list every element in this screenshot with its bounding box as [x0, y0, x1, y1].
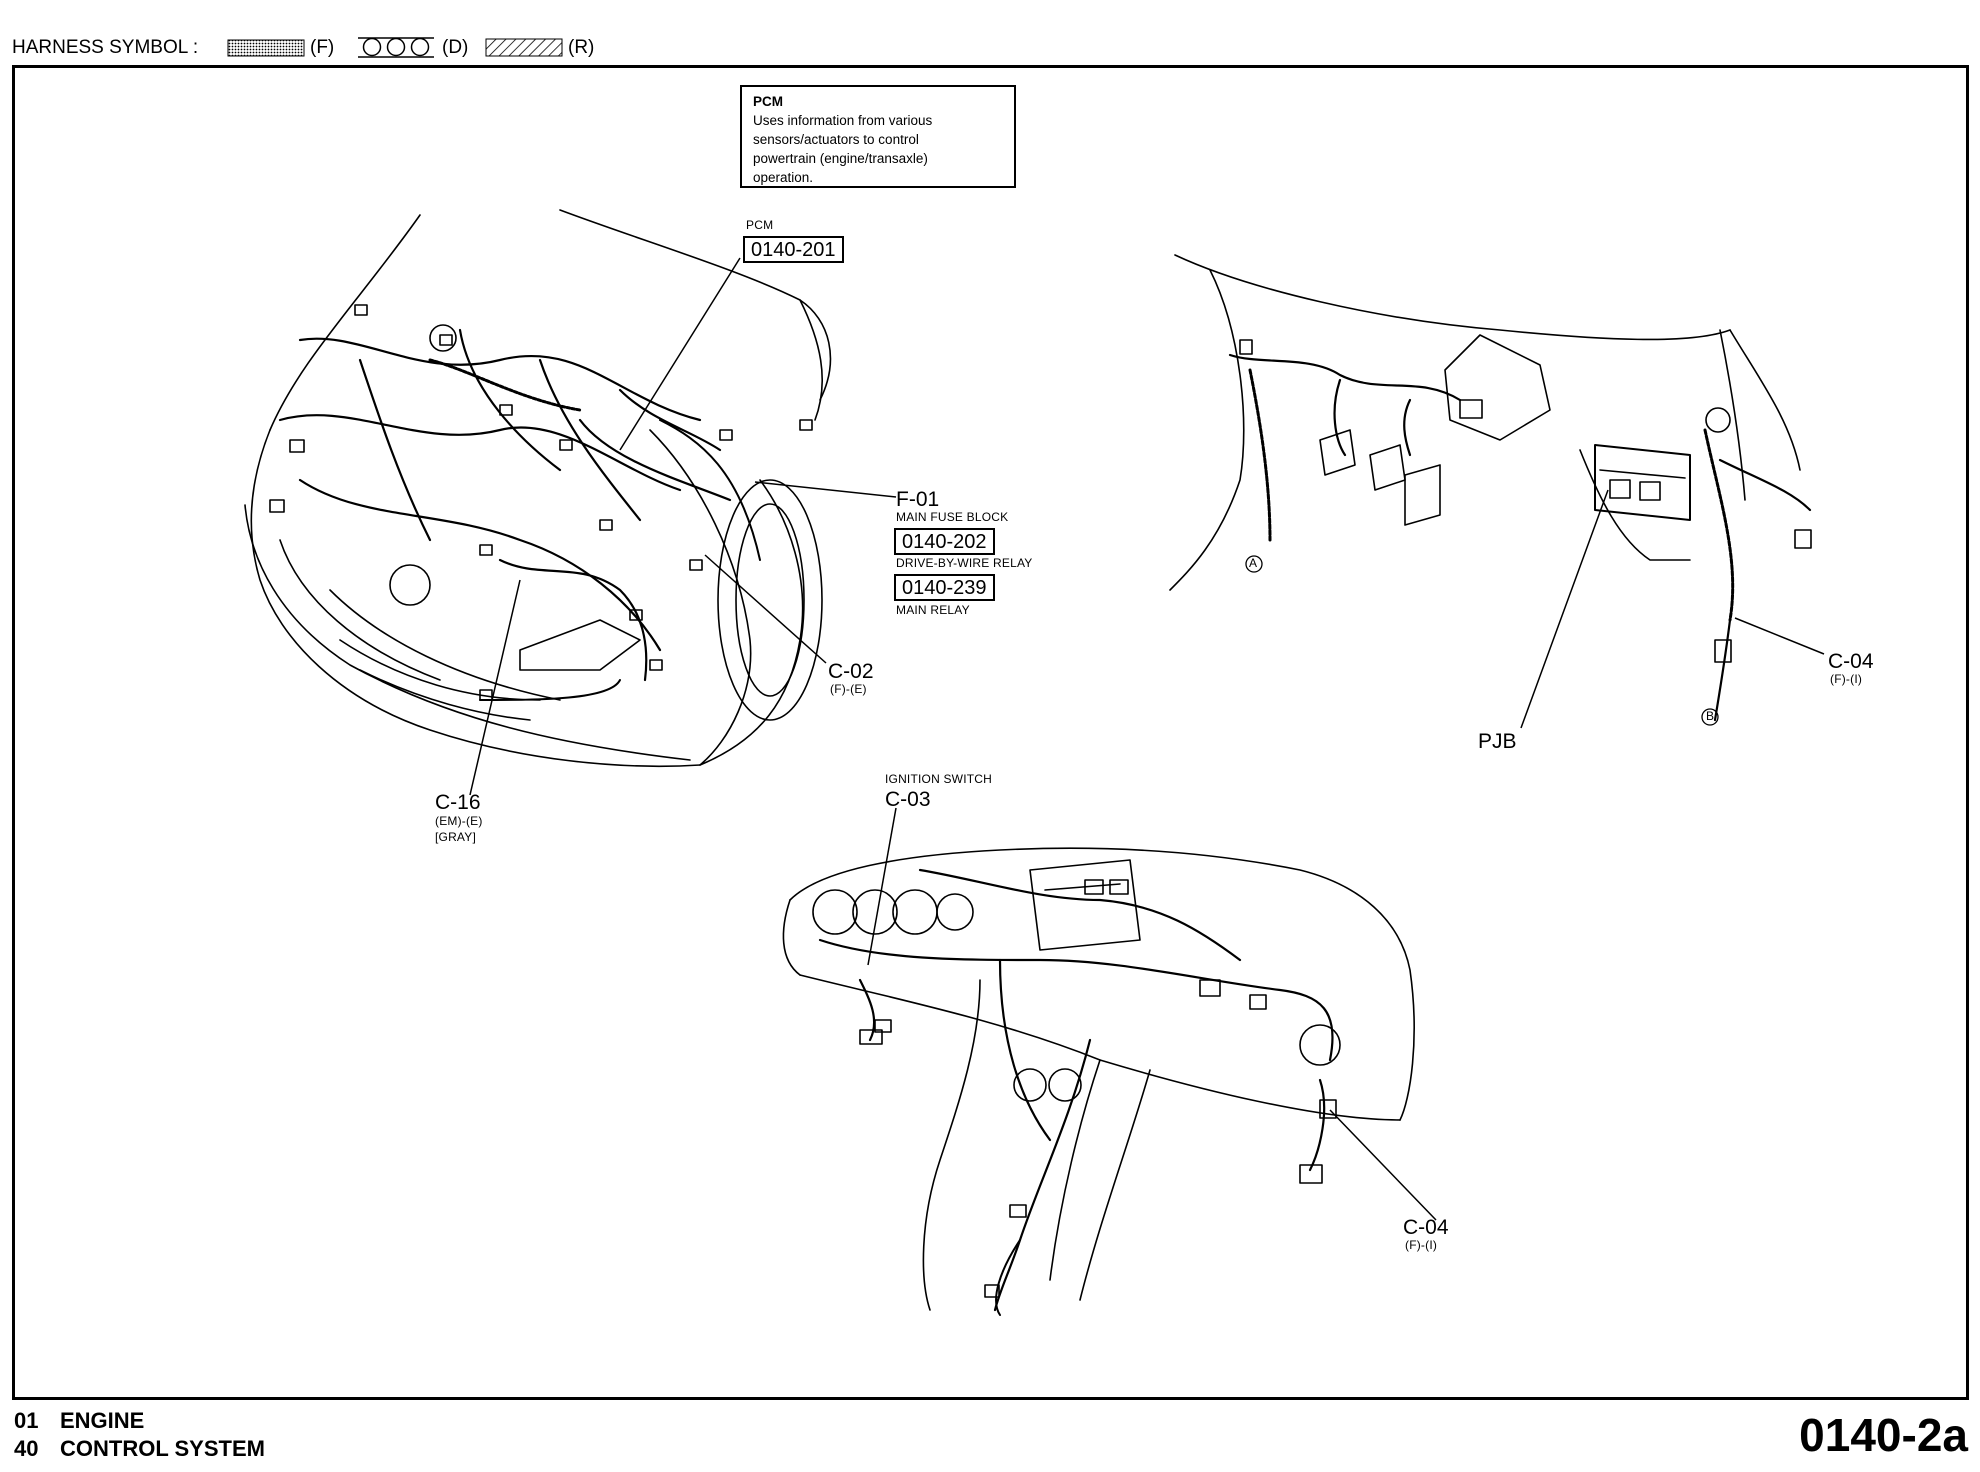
f01-ref2-desc: MAIN RELAY: [896, 603, 970, 617]
c03-desc: IGNITION SWITCH: [885, 772, 992, 786]
c03-code: C-03: [885, 788, 931, 811]
diagram-frame: [12, 65, 1969, 1400]
c04-lower-sub: (F)-(I): [1405, 1238, 1438, 1252]
pcm-info-box: PCM Uses information from various sensor…: [740, 85, 1016, 188]
legend-code-f: (F): [310, 37, 335, 58]
pcm-ref-box: 0140-201: [743, 236, 844, 263]
footer-line1-num: 01: [14, 1408, 39, 1433]
pcm-info-title: PCM: [753, 94, 783, 109]
c02-sub: (F)-(E): [830, 682, 867, 696]
f01-ref-box-1: 0140-202: [894, 528, 995, 555]
c04-upper-sub: (F)-(I): [1830, 672, 1863, 686]
harness-symbol-label: HARNESS SYMBOL :: [12, 37, 199, 58]
c16-color: [GRAY]: [435, 830, 476, 844]
c16-sub: (EM)-(E): [435, 814, 483, 828]
f01-ref1-desc: DRIVE-BY-WIRE RELAY: [896, 556, 1033, 570]
footer-line1-text: ENGINE: [60, 1408, 145, 1433]
pcm-info-line: sensors/actuators to control: [753, 132, 919, 147]
footer-line2-text: CONTROL SYSTEM: [60, 1436, 265, 1461]
c02-code: C-02: [828, 660, 874, 683]
f01-ref-box-2: 0140-239: [894, 574, 995, 601]
legend-code-d: (D): [442, 37, 469, 58]
pcm-label: PCM: [746, 218, 774, 232]
point-a-marker: A: [1249, 556, 1258, 570]
f01-desc: MAIN FUSE BLOCK: [896, 510, 1009, 524]
legend-swatch-circles: [358, 37, 434, 58]
legend-code-r: (R): [568, 37, 595, 58]
footer-line2-num: 40: [14, 1436, 39, 1461]
pjb-code: PJB: [1478, 730, 1517, 753]
legend-swatch-dotted: [227, 39, 305, 57]
point-b-marker: B: [1706, 709, 1715, 723]
pcm-info-line: Uses information from various: [753, 113, 933, 128]
legend-swatch-hatched: [485, 38, 563, 57]
c16-code: C-16: [435, 791, 481, 814]
c04-upper-code: C-04: [1828, 650, 1874, 673]
f01-code: F-01: [896, 488, 940, 511]
pcm-info-line: operation.: [753, 170, 814, 185]
c04-lower-code: C-04: [1403, 1216, 1449, 1239]
page-code: 0140-2a: [1799, 1409, 1968, 1461]
pcm-info-line: powertrain (engine/transaxle): [753, 151, 928, 166]
